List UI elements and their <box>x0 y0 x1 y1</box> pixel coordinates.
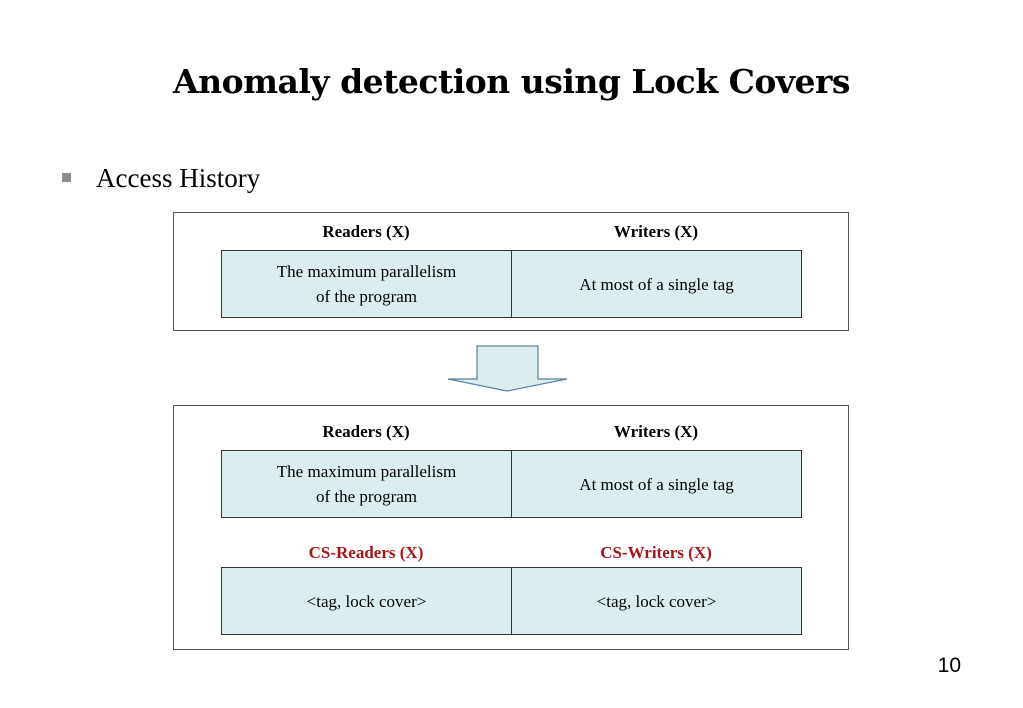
cs-readers-cell: <tag, lock cover> <box>222 568 511 634</box>
cs-access-row: <tag, lock cover> <tag, lock cover> <box>221 567 802 635</box>
readers-cell: The maximum parallelism of the program <box>222 251 511 317</box>
writers-cell-text: At most of a single tag <box>579 274 734 294</box>
cs-readers-header: CS-Readers (X) <box>308 543 424 562</box>
slide-title: Anomaly detection using Lock Covers <box>172 62 851 101</box>
writers-cell-text: At most of a single tag <box>579 474 734 494</box>
readers-header: Readers (X) <box>322 422 410 441</box>
cs-writers-header: CS-Writers (X) <box>600 543 712 562</box>
cs-writers-cell: <tag, lock cover> <box>511 568 801 634</box>
access-row: The maximum parallelism of the program A… <box>221 250 802 318</box>
access-row: The maximum parallelism of the program A… <box>221 450 802 518</box>
readers-header: Readers (X) <box>322 222 410 241</box>
square-bullet-icon <box>62 173 71 182</box>
bullet-text: Access History <box>96 163 261 193</box>
writers-header: Writers (X) <box>613 422 699 441</box>
writers-cell: At most of a single tag <box>511 451 801 517</box>
page-number: 10 <box>937 654 961 677</box>
access-history-panel-after: Readers (X) Writers (X) The maximum para… <box>173 405 849 650</box>
writers-cell: At most of a single tag <box>511 251 801 317</box>
down-arrow-icon <box>447 345 568 392</box>
readers-cell-text: The maximum parallelism of the program <box>276 462 457 506</box>
cs-writers-cell-text: <tag, lock cover> <box>596 591 717 611</box>
readers-cell: The maximum parallelism of the program <box>222 451 511 517</box>
cs-readers-cell-text: <tag, lock cover> <box>306 591 427 611</box>
access-history-panel-before: Readers (X) Writers (X) The maximum para… <box>173 212 849 331</box>
writers-header: Writers (X) <box>613 222 699 241</box>
readers-cell-text: The maximum parallelism of the program <box>276 262 457 306</box>
